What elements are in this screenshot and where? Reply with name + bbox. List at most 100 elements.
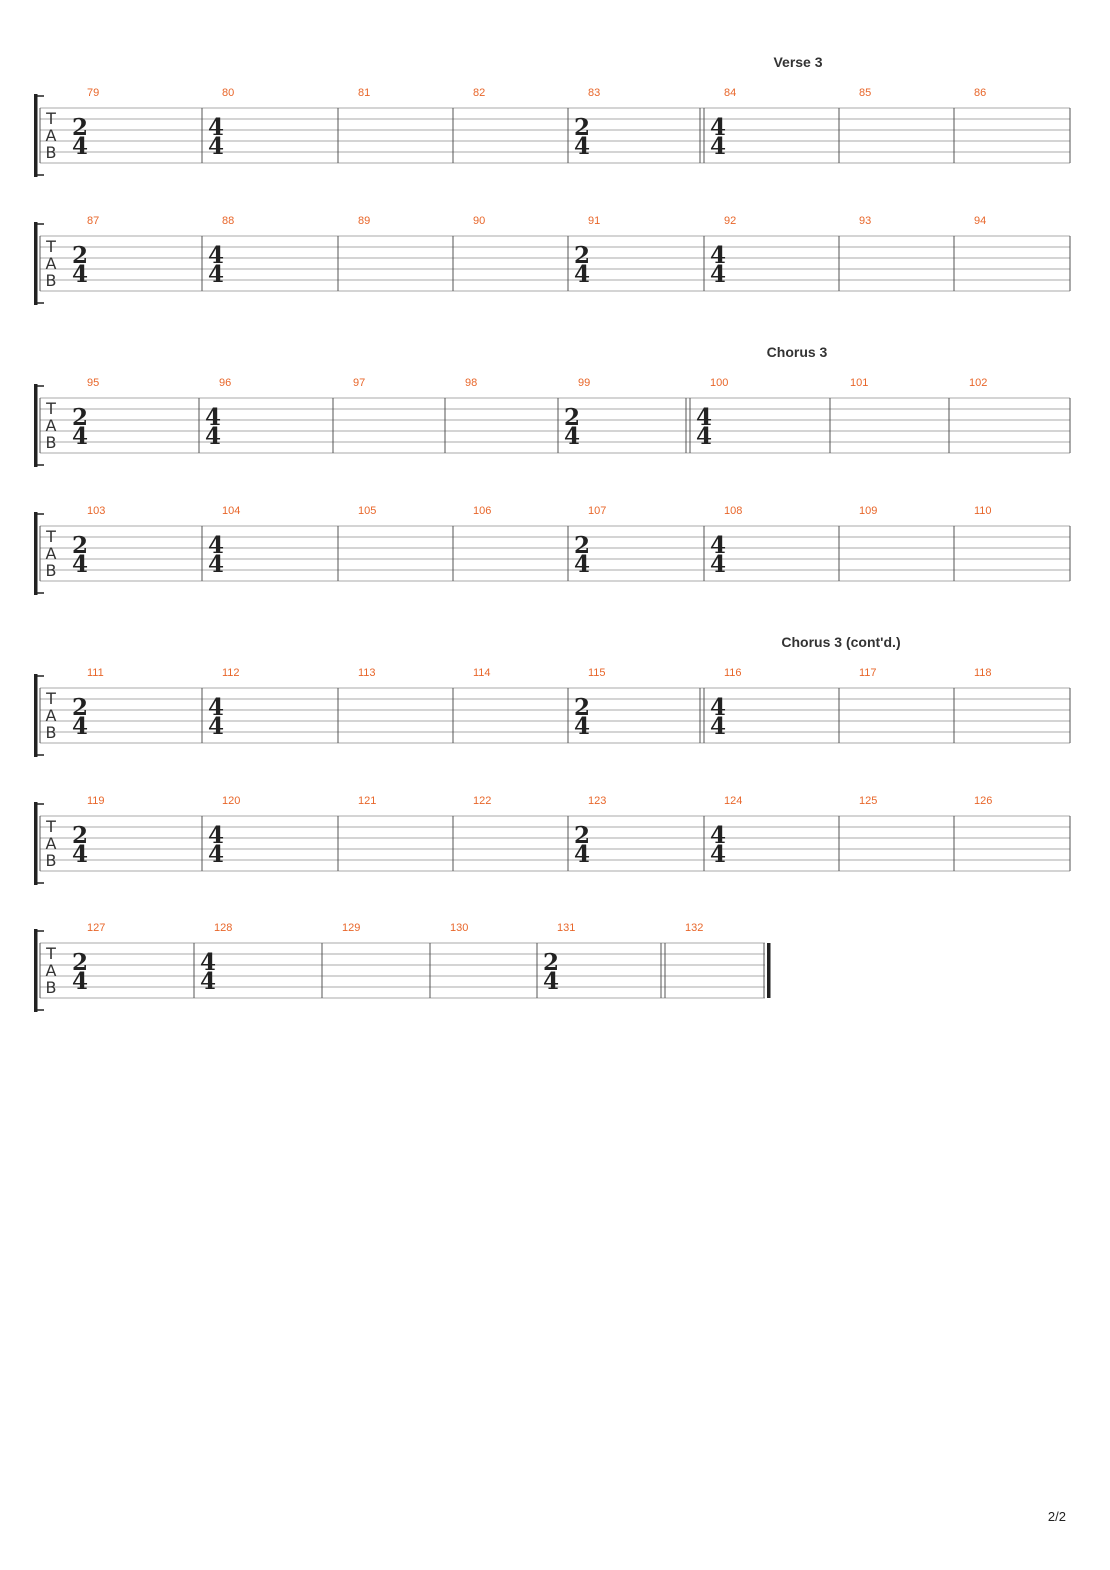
time-signature-top: 4: [710, 822, 726, 849]
section-label: Verse 3: [773, 54, 822, 70]
measure-number: 99: [578, 377, 590, 389]
time-signature-bottom: 4: [72, 423, 88, 450]
measure-number: 128: [214, 922, 232, 934]
time-signature: 24: [543, 949, 559, 995]
time-signature-top: 2: [72, 694, 88, 721]
time-signature-top: 2: [574, 242, 590, 269]
time-signature-top: 4: [696, 404, 712, 431]
measure-number: 81: [358, 87, 370, 99]
measure-number: 107: [588, 505, 606, 517]
time-signature: 24: [574, 532, 590, 578]
time-signature-bottom: 4: [574, 551, 590, 578]
time-signature-bottom: 4: [72, 551, 88, 578]
time-signature-bottom: 4: [574, 133, 590, 160]
time-signature-bottom: 4: [710, 551, 726, 578]
time-signature-bottom: 4: [72, 968, 88, 995]
measure-number: 129: [342, 922, 360, 934]
time-signature-bottom: 4: [72, 133, 88, 160]
tab-clef-letter: T: [45, 399, 56, 418]
tab-clef-letter: T: [45, 817, 56, 836]
time-signature: 24: [72, 404, 88, 450]
measure-number: 79: [87, 87, 99, 99]
time-signature: 24: [564, 404, 580, 450]
tab-clef-letter: A: [46, 961, 57, 980]
time-signature: 44: [710, 694, 726, 740]
measure-number: 89: [358, 215, 370, 227]
time-signature-top: 4: [208, 532, 224, 559]
time-signature-bottom: 4: [72, 841, 88, 868]
tab-clef-letter: T: [45, 237, 56, 256]
measure-number: 105: [358, 505, 376, 517]
measure-number: 94: [974, 215, 986, 227]
time-signature-bottom: 4: [564, 423, 580, 450]
time-signature-bottom: 4: [72, 713, 88, 740]
measure-number: 122: [473, 795, 491, 807]
measure-number: 119: [87, 795, 105, 807]
system-bracket-spine: [34, 512, 38, 595]
tab-clef-letter: B: [46, 561, 57, 580]
measure-number: 126: [974, 795, 992, 807]
time-signature-top: 2: [72, 404, 88, 431]
measure-number: 85: [859, 87, 871, 99]
time-signature: 44: [208, 822, 224, 868]
measure-number: 95: [87, 377, 99, 389]
measure-number: 113: [358, 667, 376, 679]
section-label: Chorus 3 (cont'd.): [781, 634, 900, 650]
time-signature: 44: [710, 242, 726, 288]
tab-clef-letter: A: [46, 834, 57, 853]
time-signature-top: 4: [710, 114, 726, 141]
time-signature-top: 2: [72, 949, 88, 976]
measure-number: 121: [358, 795, 376, 807]
page-number: 2/2: [1047, 1509, 1066, 1524]
measure-number: 87: [87, 215, 99, 227]
time-signature-top: 2: [574, 694, 590, 721]
time-signature-bottom: 4: [205, 423, 221, 450]
time-signature: 24: [72, 114, 88, 160]
measure-number: 100: [710, 377, 728, 389]
time-signature-top: 2: [574, 114, 590, 141]
time-signature-top: 4: [205, 404, 221, 431]
time-signature: 44: [208, 114, 224, 160]
measure-number: 103: [87, 505, 105, 517]
system-bracket-spine: [34, 94, 38, 177]
time-signature: 24: [574, 694, 590, 740]
measure-number: 83: [588, 87, 600, 99]
measure-number: 101: [850, 377, 868, 389]
time-signature-bottom: 4: [710, 261, 726, 288]
time-signature-bottom: 4: [574, 261, 590, 288]
measure-number: 116: [724, 667, 742, 679]
time-signature: 44: [208, 242, 224, 288]
system-bracket-spine: [34, 384, 38, 467]
time-signature-bottom: 4: [208, 841, 224, 868]
measure-number: 130: [450, 922, 468, 934]
system-bracket-spine: [34, 222, 38, 305]
measure-number: 102: [969, 377, 987, 389]
tab-clef-letter: B: [46, 271, 57, 290]
time-signature-top: 2: [574, 532, 590, 559]
time-signature-top: 4: [200, 949, 216, 976]
measure-number: 115: [588, 667, 606, 679]
tab-clef-letter: B: [46, 851, 57, 870]
tab-clef-letter: T: [45, 109, 56, 128]
tab-clef-letter: B: [46, 433, 57, 452]
measure-number: 112: [222, 667, 240, 679]
time-signature-top: 4: [208, 822, 224, 849]
time-signature: 44: [208, 532, 224, 578]
time-signature-top: 2: [564, 404, 580, 431]
measure-number: 97: [353, 377, 365, 389]
time-signature: 44: [696, 404, 712, 450]
tab-clef-letter: A: [46, 416, 57, 435]
measure-number: 98: [465, 377, 477, 389]
measure-number: 91: [588, 215, 600, 227]
time-signature: 24: [574, 114, 590, 160]
time-signature-bottom: 4: [208, 713, 224, 740]
tab-clef-letter: B: [46, 143, 57, 162]
tab-clef-letter: A: [46, 254, 57, 273]
measure-number: 125: [859, 795, 877, 807]
time-signature: 44: [710, 532, 726, 578]
